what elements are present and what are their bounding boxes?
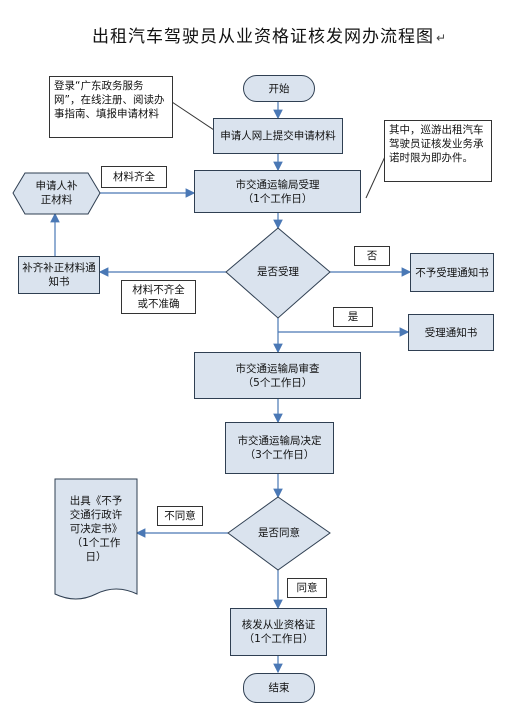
label-materials-complete: 材料齐全 — [101, 166, 167, 188]
label-agree: 同意 — [287, 578, 327, 598]
label-yes: 是 — [333, 307, 373, 327]
end-node: 结束 — [243, 673, 315, 703]
start-node: 开始 — [243, 75, 315, 102]
note-login: 登录“广东政务服务网”，在线注册、阅读办事指南、填报申请材料 — [49, 76, 173, 138]
not-permit-doc-text: 出具《不予 交通行政许 可决定书》 （1个工作 日） — [69, 495, 123, 563]
decision-diamond-agree — [227, 496, 331, 571]
is-agree-text: 是否同意 — [258, 527, 300, 539]
is-accept-text: 是否受理 — [257, 266, 299, 278]
note-cruise: 其中，巡游出租汽车驾驶员证核发业务承诺时限为即办件。 — [384, 120, 492, 182]
apply-online-box: 申请人网上提交申请材料 — [213, 118, 343, 154]
review-box: 市交通运输局审查 （5个工作日） — [194, 352, 361, 399]
accept-box: 市交通运输局受理 （1个工作日） — [194, 170, 361, 213]
applicant-supplement-text: 申请人补 正材料 — [35, 180, 78, 206]
not-accept-notice-box: 不予受理通知书 — [410, 253, 494, 292]
decide-box: 市交通运输局决定 （3个工作日） — [225, 422, 334, 474]
label-no: 否 — [354, 246, 390, 266]
note-login-connector — [171, 101, 215, 131]
accept-notice-box: 受理通知书 — [408, 314, 494, 351]
label-materials-incomplete: 材料不齐全 或不准确 — [121, 280, 196, 314]
issue-box: 核发从业资格证 （1个工作日） — [230, 608, 327, 656]
supplement-notice-box: 补齐补正材料通知书 — [18, 256, 100, 294]
page-title: 出租汽车驾驶员从业资格证核发网办流程图↵ — [92, 27, 448, 47]
document-shape-notpermit — [54, 478, 138, 600]
label-disagree: 不同意 — [157, 506, 203, 526]
paragraph-mark: ↵ — [436, 31, 448, 45]
hexagon-applicant-supplement — [12, 172, 101, 215]
decision-diamond-accept — [225, 227, 331, 319]
